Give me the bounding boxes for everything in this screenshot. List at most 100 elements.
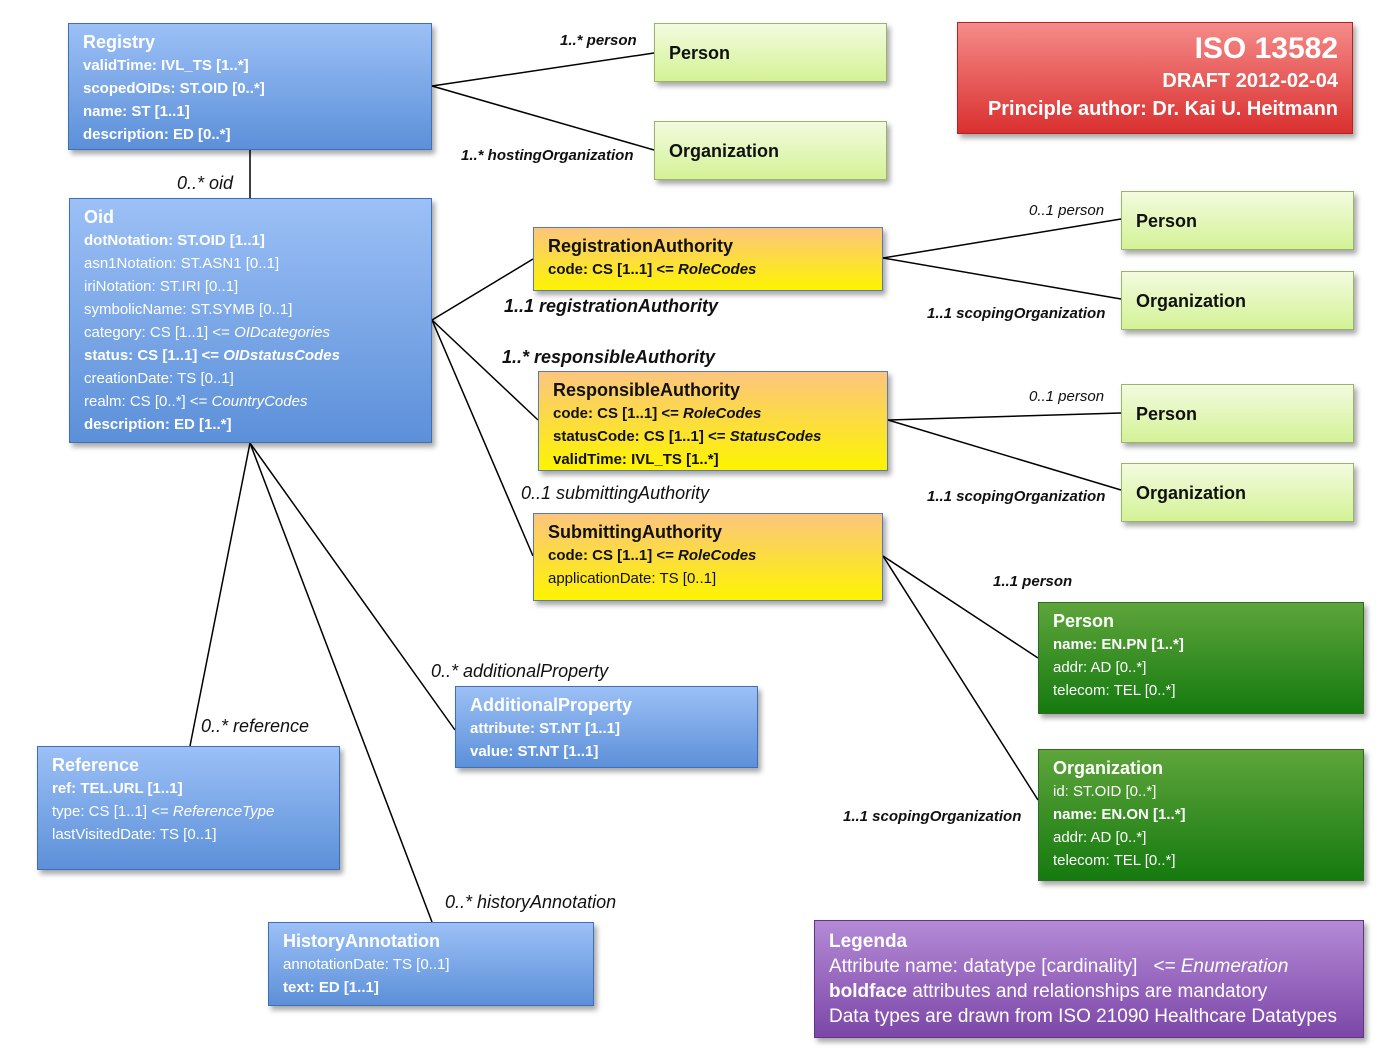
line-registry-person — [431, 52, 655, 87]
reference-attribute-text: type: CS [1..1] <= — [52, 803, 173, 820]
line-ra-organization — [882, 257, 1122, 300]
registration-authority-attribute-enumeration: RoleCodes — [678, 261, 757, 278]
sub-org-attribute-text: telecom: TEL [0..*] — [1053, 852, 1176, 869]
legend-line-3: Data types are drawn from ISO 21090 Heal… — [829, 1006, 1337, 1027]
responsible-authority-attribute: validTime: IVL_TS [1..*] — [553, 448, 873, 471]
oid-attribute-text: symbolicName: ST.SYMB [0..1] — [84, 301, 293, 318]
line-oid-responsible-authority — [431, 319, 539, 421]
reference-title: Reference — [52, 755, 140, 775]
registry-attribute: validTime: IVL_TS [1..*] — [83, 54, 417, 77]
label-sub-organization: 1..1 scopingOrganization — [843, 808, 1022, 825]
label-additional-property: 0..* additionalProperty — [431, 661, 609, 681]
line-oid-registration-authority — [431, 258, 534, 321]
legend-line-2: boldface attributes and relationships ar… — [829, 979, 1349, 1004]
history-annotation-title: HistoryAnnotation — [283, 931, 440, 951]
line-oid-additional-property — [249, 442, 456, 731]
sub-org-attribute: id: ST.OID [0..*] — [1053, 780, 1349, 803]
responsible-authority-attribute-text: code: CS [1..1] <= — [553, 405, 684, 422]
responsible-authority-attribute-text: statusCode: CS [1..1] <= — [553, 428, 730, 445]
label-ra-organization: 1..1 scopingOrganization — [927, 305, 1106, 322]
sub-person-attribute-text: addr: AD [0..*] — [1053, 659, 1147, 676]
line-resp-organization — [887, 419, 1122, 491]
registry-person-title: Person — [669, 42, 731, 63]
history-annotation-attribute-text: annotationDate: TS [0..1] — [283, 956, 450, 973]
oid-attribute: asn1Notation: ST.ASN1 [0..1] — [84, 252, 417, 275]
legend-enumeration: <= Enumeration — [1153, 956, 1289, 977]
label-sub-person: 1..1 person — [993, 573, 1073, 590]
registry-attribute-text: name: ST [1..1] — [83, 103, 190, 120]
oid-attribute-text: category: CS [1..1] <= — [84, 324, 235, 341]
registry-attribute: name: ST [1..1] — [83, 100, 417, 123]
line-ra-person — [882, 218, 1122, 259]
additional-property-attribute-text: attribute: ST.NT [1..1] — [470, 720, 621, 737]
label-history-annotation: 0..* historyAnnotation — [445, 892, 617, 912]
label-reference: 0..* reference — [201, 716, 310, 736]
registration-authority-class: RegistrationAuthority code: CS [1..1] <=… — [533, 227, 883, 291]
sub-org-attribute-text: id: ST.OID [0..*] — [1053, 783, 1157, 800]
legend-line-1: Attribute name: datatype [cardinality] <… — [829, 954, 1349, 979]
registration-authority-attribute-text: code: CS [1..1] <= — [548, 261, 679, 278]
line-oid-history-annotation — [249, 442, 433, 923]
history-annotation-attribute: text: ED [1..1] — [283, 976, 579, 999]
label-resp-person: 0..1 person — [1029, 388, 1105, 405]
legend-boldface: boldface — [829, 981, 908, 1002]
oid-attribute-text: dotNotation: ST.OID [1..1] — [84, 232, 265, 249]
oid-attribute-text: iriNotation: ST.IRI [0..1] — [84, 278, 239, 295]
history-annotation-attribute: annotationDate: TS [0..1] — [283, 953, 579, 976]
reference-attribute: type: CS [1..1] <= ReferenceType — [52, 800, 325, 823]
registry-attribute-text: scopedOIDs: ST.OID [0..*] — [83, 80, 265, 97]
principal-author: Principle author: Dr. Kai U. Heitmann — [987, 98, 1338, 120]
oid-attribute: realm: CS [0..*] <= CountryCodes — [84, 390, 417, 413]
sub-org-attribute-text: name: EN.ON [1..*] — [1053, 806, 1186, 823]
sub-organization-class: Organization id: ST.OID [0..*] name: EN.O… — [1038, 749, 1364, 881]
label-submitting-authority: 0..1 submittingAuthority — [521, 483, 710, 503]
line-resp-person — [887, 412, 1122, 421]
oid-attribute: description: ED [1..*] — [84, 413, 417, 436]
ra-person-class: Person — [1121, 191, 1354, 250]
ra-person-title: Person — [1136, 210, 1198, 231]
iso-title-box: ISO 13582 DRAFT 2012-02-04 Principle aut… — [957, 22, 1353, 134]
sub-organization-title: Organization — [1053, 758, 1164, 778]
registry-attribute-text: description: ED [0..*] — [83, 126, 231, 143]
submitting-authority-attribute: applicationDate: TS [0..1] — [548, 567, 868, 590]
responsible-authority-attribute: code: CS [1..1] <= RoleCodes — [553, 402, 873, 425]
oid-attribute: symbolicName: ST.SYMB [0..1] — [84, 298, 417, 321]
sub-person-attribute-text: name: EN.PN [1..*] — [1053, 636, 1184, 653]
sub-person-title: Person — [1053, 611, 1115, 631]
oid-attribute: dotNotation: ST.OID [1..1] — [84, 229, 417, 252]
line-sub-organization — [882, 555, 1039, 801]
reference-attribute-text: ref: TEL.URL [1..1] — [52, 780, 183, 797]
additional-property-attribute-text: value: ST.NT [1..1] — [470, 743, 599, 760]
reference-attribute-text: lastVisitedDate: TS [0..1] — [52, 826, 217, 843]
oid-title: Oid — [84, 207, 114, 227]
reference-attribute: lastVisitedDate: TS [0..1] — [52, 823, 325, 846]
submitting-authority-attribute-text: applicationDate: TS [0..1] — [548, 570, 717, 587]
line-oid-submitting-authority — [431, 319, 534, 557]
registration-authority-title: RegistrationAuthority — [548, 236, 734, 256]
responsible-authority-attribute-enumeration: RoleCodes — [683, 405, 762, 422]
registry-title: Registry — [83, 32, 156, 52]
submitting-authority-attribute-enumeration: RoleCodes — [678, 547, 757, 564]
sub-org-attribute-text: addr: AD [0..*] — [1053, 829, 1147, 846]
resp-organization-title: Organization — [1136, 482, 1247, 503]
responsible-authority-attribute-text: validTime: IVL_TS [1..*] — [553, 451, 719, 468]
oid-attribute: creationDate: TS [0..1] — [84, 367, 417, 390]
legend-line-1-text: Attribute name: datatype [cardinality] — [829, 956, 1154, 977]
legend-title: Legenda — [829, 931, 908, 952]
reference-attribute: ref: TEL.URL [1..1] — [52, 777, 325, 800]
reference-attribute-enumeration: ReferenceType — [172, 803, 275, 820]
registry-organization-title: Organization — [669, 140, 780, 161]
sub-person-attribute: addr: AD [0..*] — [1053, 656, 1349, 679]
additional-property-attribute: value: ST.NT [1..1] — [470, 740, 743, 763]
oid-attribute: category: CS [1..1] <= OIDcategories — [84, 321, 417, 344]
label-registry-oid: 0..* oid — [177, 173, 234, 193]
registration-authority-attribute: code: CS [1..1] <= RoleCodes — [548, 258, 868, 281]
label-registry-person: 1..* person — [560, 32, 637, 49]
ra-organization-class: Organization — [1121, 271, 1354, 330]
label-ra-person: 0..1 person — [1029, 202, 1105, 219]
responsible-authority-attribute: statusCode: CS [1..1] <= StatusCodes — [553, 425, 873, 448]
responsible-authority-class: ResponsibleAuthority code: CS [1..1] <= … — [538, 371, 888, 471]
registry-class: Registry validTime: IVL_TS [1..*] scopedO… — [68, 23, 432, 150]
submitting-authority-attribute: code: CS [1..1] <= RoleCodes — [548, 544, 868, 567]
oid-attribute: status: CS [1..1] <= OIDstatusCodes — [84, 344, 417, 367]
